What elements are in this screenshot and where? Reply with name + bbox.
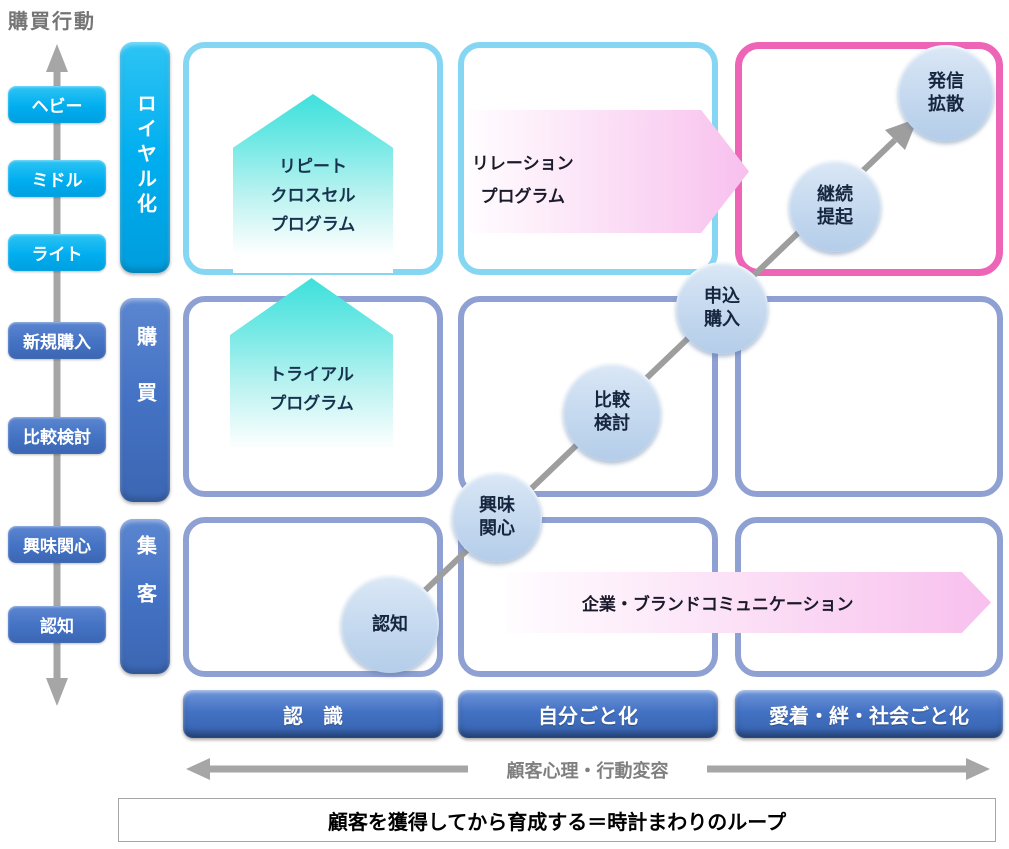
y-label-comparison: 比較検討 [8,417,106,454]
y-label-interest: 興味関心 [8,526,106,563]
y-axis-title: 購買行動 [8,11,96,33]
y-label-new-purchase: 新規購入 [8,322,106,359]
journey-step-interest: 興味 関心 [452,472,542,562]
stage-bar-purchase: 購買 [120,298,170,502]
stage-bar-attraction: 集客 [120,519,170,674]
x-axis-title: 顧客心理・行動変容 [506,761,669,781]
y-label-heavy: ヘビー [8,86,106,123]
x-stage-personalization: 自分ごと化 [458,690,718,738]
grid-cell-purchase-attachment [735,296,1003,497]
y-label-middle: ミドル [8,160,106,197]
y-label-awareness: 認知 [8,606,106,643]
x-stage-attachment: 愛着・絆・社会ごと化 [735,690,1003,738]
x-stage-recognition: 認 識 [183,690,443,738]
journey-step-awareness: 認知 [341,575,439,673]
journey-step-order-purchase: 申込 購入 [676,262,768,354]
stage-bar-loyalty: ロイヤル化 [120,42,170,273]
journey-step-continuation: 継続 提起 [789,160,881,252]
relation-program-arrow: リレーション プログラム [468,110,749,233]
footer-note: 顧客を獲得してから育成する＝時計まわりのループ [118,798,996,842]
y-label-light: ライト [8,234,106,271]
journey-step-advocacy: 発信 拡散 [898,45,994,141]
journey-step-comparison: 比較 検討 [563,363,661,461]
brand-communication-arrow: 企業・ブランドコミュニケーション [505,572,991,633]
